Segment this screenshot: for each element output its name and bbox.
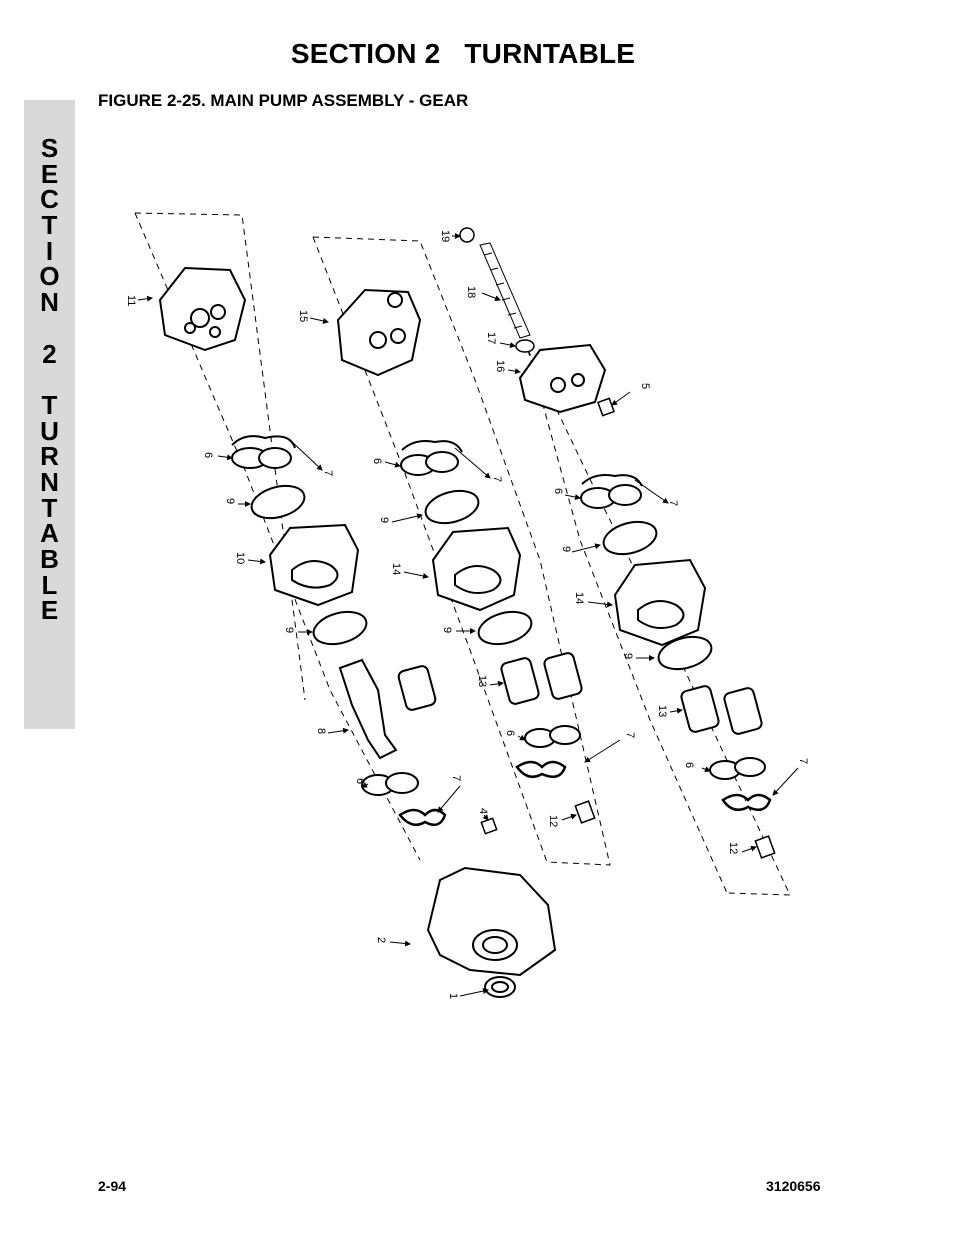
side-tab-letter: S: [40, 133, 59, 163]
callout-13: 13: [476, 675, 488, 687]
callout-7: 7: [450, 775, 462, 781]
tie-bolt-18: [479, 242, 531, 339]
plug-5: [597, 397, 615, 417]
callout-18: 18: [465, 286, 477, 298]
side-tab-letter: T: [41, 210, 58, 241]
callout-7: 7: [797, 758, 809, 764]
figure-title: FIGURE 2-25. MAIN PUMP ASSEMBLY - GEAR: [98, 91, 469, 110]
seal-7-middle-bottom: [515, 760, 567, 779]
side-tab-letter: I: [45, 235, 54, 266]
callout-7: 7: [624, 732, 636, 738]
callout-15: 15: [297, 310, 309, 322]
callout-9: 9: [560, 546, 572, 552]
dowel-pin-4: [480, 817, 498, 835]
callout-16: 16: [494, 360, 506, 372]
side-tab-letter: C: [40, 184, 59, 215]
seal-ring-9-right-a: [602, 520, 658, 556]
side-tab-letter: L: [41, 569, 58, 600]
callout-5: 5: [639, 383, 651, 389]
seal-ring-9-middle-b: [477, 610, 533, 646]
side-tab-letter: E: [40, 595, 59, 626]
callout-11: 11: [125, 295, 137, 306]
gear-housing-10: [268, 523, 360, 607]
callout-9: 9: [283, 627, 295, 633]
callout-2: 2: [375, 937, 387, 943]
coupling-12-middle: [574, 800, 596, 824]
callout-8: 8: [315, 728, 327, 734]
section-title: SECTION 2 TURNTABLE: [290, 38, 636, 69]
drive-gear-shaft-8: [338, 658, 437, 760]
seal-7-right-bottom: [721, 793, 772, 812]
callout-6: 6: [552, 488, 564, 494]
callout-14: 14: [573, 592, 585, 604]
pump-exploded-diagram: 11 6 7 9 10 9 8 6 7 4 2 1 15 6 7 9 14 9 …: [125, 212, 809, 999]
cover-plate-11: [158, 266, 247, 352]
end-cover-16: [518, 343, 607, 414]
seal-ring-9-right-b: [657, 635, 713, 671]
leader-lines: [137, 233, 799, 997]
callout-9: 9: [441, 627, 453, 633]
callout-6: 6: [202, 452, 214, 458]
nut-19: [459, 227, 475, 243]
gear-housing-14-middle: [431, 526, 522, 612]
side-tab-letter: U: [40, 415, 59, 446]
callout-7: 7: [667, 500, 679, 506]
seal-ring-9-left-a: [250, 484, 306, 520]
adapter-housing-15: [336, 288, 422, 377]
side-tab-letter: T: [41, 492, 58, 523]
section-side-tab: S E C T I O N 2 T U R N T A B L E: [24, 100, 75, 729]
seal-7-left-bottom: [398, 808, 447, 827]
document-number: 3120656: [766, 1178, 821, 1194]
gear-housing-14-right: [613, 558, 707, 647]
shaft-seal-1: [484, 976, 516, 998]
callout-7: 7: [322, 470, 334, 476]
side-tab-letter: A: [40, 518, 59, 549]
callout-17: 17: [485, 332, 497, 344]
side-tab-letter: T: [41, 389, 58, 420]
side-tab-letter: N: [40, 287, 59, 318]
callout-1: 1: [447, 993, 459, 999]
wear-plate-6-left-bottom: [361, 772, 419, 796]
side-tab-letter: R: [40, 441, 59, 472]
callout-19: 19: [439, 230, 451, 242]
seal-ring-9-middle-a: [424, 489, 480, 525]
callout-9: 9: [224, 498, 236, 504]
callout-6: 6: [504, 730, 516, 736]
callout-9: 9: [378, 517, 390, 523]
callout-labels: 11 6 7 9 10 9 8 6 7 4 2 1 15 6 7 9 14 9 …: [125, 230, 809, 999]
callout-14: 14: [390, 563, 402, 575]
wear-plate-6-left-top: [231, 435, 296, 469]
coupling-12-right: [754, 835, 776, 859]
page-number: 2-94: [98, 1178, 127, 1194]
seal-ring-9-left-b: [312, 610, 368, 646]
wear-plate-6-middle-top: [400, 440, 463, 476]
callout-12: 12: [547, 815, 559, 827]
washer-17: [515, 339, 535, 353]
gear-set-13-middle: [500, 652, 583, 705]
callout-10: 10: [234, 552, 246, 564]
callout-6: 6: [354, 778, 366, 784]
callout-13: 13: [656, 705, 668, 717]
wear-plate-6-middle-bottom: [524, 725, 581, 748]
callout-12: 12: [727, 842, 739, 854]
assembly-frame-middle: [312, 236, 611, 866]
mounting-flange-2: [426, 866, 557, 977]
wear-plate-6-right-bottom: [709, 757, 766, 780]
wear-plate-6-right-top: [580, 474, 643, 509]
callout-6: 6: [371, 458, 383, 464]
callout-4: 4: [477, 808, 489, 814]
gear-set-13-right: [680, 685, 763, 735]
side-tab-letter: B: [40, 544, 59, 574]
side-tab-letter: N: [40, 466, 59, 497]
side-tab-letter: E: [40, 158, 59, 189]
side-tab-letter: 2: [42, 338, 57, 369]
side-tab-letter: O: [39, 261, 60, 292]
callout-9: 9: [622, 653, 634, 659]
callout-6: 6: [683, 762, 695, 768]
callout-7: 7: [491, 476, 503, 482]
